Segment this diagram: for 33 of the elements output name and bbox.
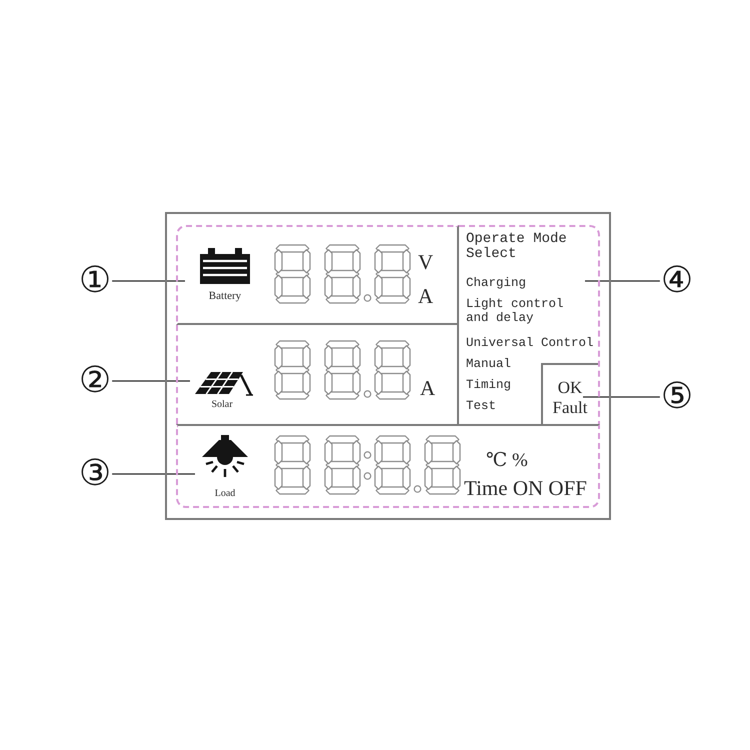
indicator-label: ℃ %: [486, 451, 528, 472]
status-box: [541, 363, 598, 424]
unit-label: V: [418, 251, 434, 274]
callout-number: ⑤: [660, 379, 694, 415]
callout-number: ③: [78, 456, 112, 492]
callout-number: ①: [78, 263, 112, 299]
lcd-panel: [165, 212, 611, 520]
leader-line: [112, 473, 195, 475]
mode-option: Manual: [466, 358, 512, 372]
mode-option: Test: [466, 400, 496, 414]
status-label: Fault: [552, 399, 588, 418]
unit-label: A: [420, 377, 436, 400]
callout-number: ②: [78, 363, 112, 399]
status-label: OK: [558, 379, 582, 398]
leader-line: [583, 396, 660, 398]
icon-label: Load: [214, 488, 236, 499]
display-section: [176, 225, 459, 325]
display-section: [176, 424, 600, 508]
icon-label: Solar: [211, 399, 233, 410]
mode-panel: [459, 225, 600, 424]
mode-heading: Operate Mode Select: [466, 232, 568, 263]
leader-line: [585, 280, 660, 282]
leader-line: [112, 280, 185, 282]
display-section: [176, 325, 459, 424]
indicator-label: Time ON OFF: [464, 477, 587, 500]
callout-number: ④: [660, 263, 694, 299]
icon-label: Battery: [208, 290, 242, 302]
mode-option: Timing: [466, 379, 512, 393]
mode-option: Charging: [466, 277, 526, 291]
unit-label: A: [418, 285, 434, 308]
mode-option: Universal Control: [466, 337, 594, 351]
leader-line: [112, 380, 190, 382]
mode-option: Light control and delay: [466, 298, 565, 326]
